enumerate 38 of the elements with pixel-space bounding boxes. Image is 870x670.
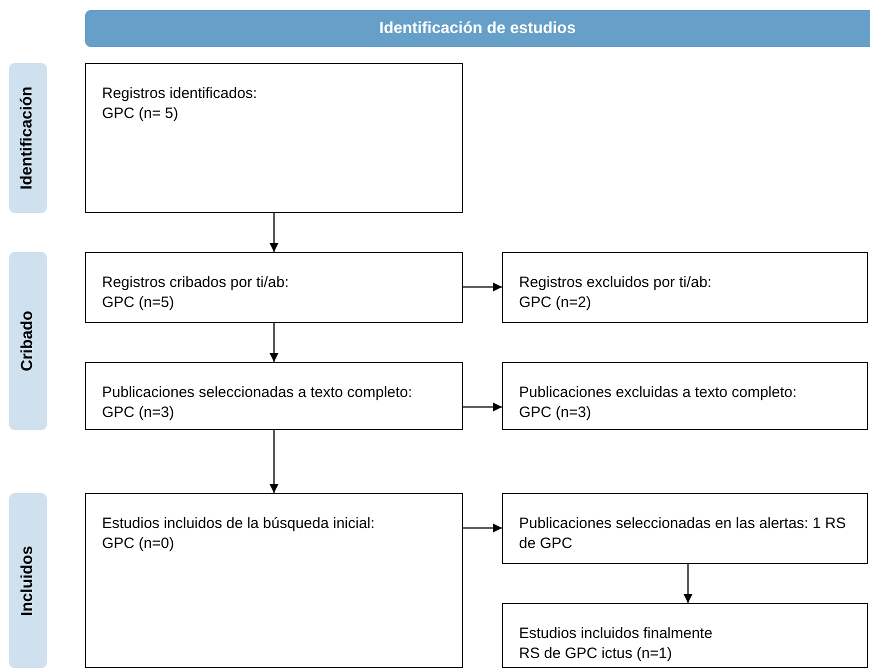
box-text: GPC (n=3)	[102, 403, 176, 423]
box-text: GPC (n=2)	[519, 293, 592, 313]
arrow	[684, 564, 692, 603]
process-box	[85, 63, 463, 213]
stage-band	[9, 493, 47, 668]
box-text: GPC (n=3)	[519, 403, 592, 423]
process-box	[85, 362, 463, 430]
box-text: Registros excluidos por ti/ab:	[519, 273, 713, 293]
section-title: Identificación de estudios	[379, 20, 576, 38]
arrow	[463, 282, 502, 292]
stage-label: Identificación	[19, 86, 37, 190]
box-text: Publicaciones seleccionadas a texto completo:	[102, 383, 414, 403]
process-box	[85, 493, 463, 668]
process-box	[502, 603, 868, 668]
arrow	[270, 213, 278, 252]
box-text: GPC (n= 5)	[102, 104, 180, 124]
process-box	[502, 362, 868, 430]
stage-label: Incluidos	[19, 545, 37, 616]
stage-band	[9, 252, 47, 430]
arrow	[270, 430, 278, 493]
process-box	[502, 252, 868, 323]
section-header-band	[85, 10, 870, 47]
box-text: Estudios incluidos de la búsqueda inicial:	[102, 514, 376, 534]
process-box	[85, 252, 463, 323]
arrow	[463, 402, 502, 412]
box-text: Publicaciones excluidas a texto completo:	[519, 383, 798, 403]
process-box	[502, 493, 868, 564]
box-text: GPC (n=0)	[102, 534, 176, 554]
box-text: GPC (n=5)	[102, 293, 176, 313]
arrow	[270, 323, 278, 362]
box-text: RS de GPC ictus (n=1)	[519, 644, 673, 664]
stage-band	[9, 63, 47, 213]
arrow	[463, 524, 502, 532]
box-text: Estudios incluidos finalmente	[519, 624, 714, 644]
box-text: Publicaciones seleccionadas en las alertas: 1 RS de GPC	[519, 514, 847, 554]
stage-label: Cribado	[19, 310, 37, 372]
box-text: Registros cribados por ti/ab:	[102, 273, 290, 293]
box-text: Registros identificados:	[102, 84, 258, 104]
